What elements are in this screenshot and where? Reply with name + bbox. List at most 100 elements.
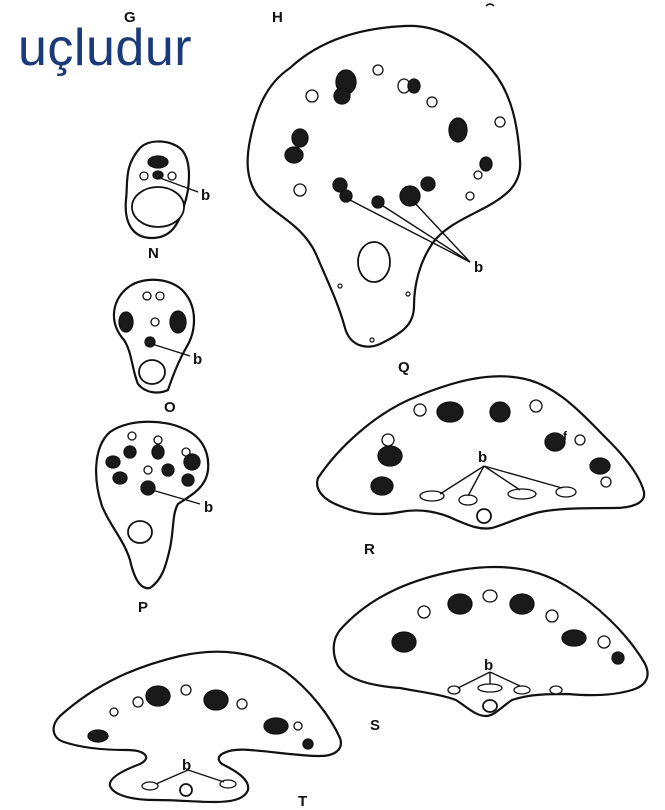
section-n-pith [132, 187, 184, 227]
section-t-bundle [204, 690, 228, 710]
section-q-bundle [294, 184, 306, 196]
section-t-bundle [146, 686, 170, 706]
section-s-bundle [598, 636, 610, 648]
section-o-bundle [170, 311, 186, 333]
section-p-bundle [184, 454, 200, 470]
section-r-bundle-label: b [478, 449, 487, 466]
section-q-bundle [466, 192, 474, 200]
section-q-bundle [370, 338, 374, 342]
section-r-bundle [382, 434, 394, 446]
section-r-bundle [420, 491, 444, 501]
section-t-bundle [264, 718, 288, 734]
corner-label-g: G [124, 9, 136, 26]
section-p-bundle [144, 466, 152, 474]
section-n-label: N [148, 245, 159, 262]
section-n-bundle-label: b [201, 187, 210, 204]
section-p-bundle [106, 456, 120, 468]
section-p-bundle [124, 446, 136, 458]
section-q: b Q [248, 26, 521, 376]
section-r-bundle [378, 446, 402, 466]
section-r-bundle [371, 477, 393, 495]
section-t-leader [188, 770, 224, 782]
section-p: b P [96, 422, 213, 616]
section-s: b S [334, 567, 648, 734]
section-o-bundle [143, 292, 151, 300]
section-s-hole [483, 700, 497, 712]
section-t-bundle [142, 782, 158, 790]
section-q-bundle [400, 186, 420, 206]
section-s-bundle-label: b [484, 657, 493, 674]
section-q-bundle [449, 118, 467, 142]
section-q-pith [358, 242, 390, 282]
section-t-bundle [303, 739, 313, 749]
section-n-bundle [148, 156, 168, 168]
section-r-bundle [414, 404, 426, 416]
section-t: b T [54, 652, 341, 810]
section-r-label: R [364, 541, 375, 558]
section-s-bundle [510, 594, 534, 614]
section-q-bundle [427, 97, 437, 107]
section-r-bundle [575, 435, 585, 445]
section-q-bundle [421, 177, 435, 191]
section-q-leader [380, 204, 470, 262]
section-o-bundle [145, 337, 155, 347]
section-q-bundle [334, 88, 350, 104]
section-t-hole [180, 784, 192, 796]
section-r-leader [440, 466, 484, 494]
section-t-bundle [294, 722, 302, 730]
section-t-label: T [298, 793, 307, 810]
section-t-bundle [133, 697, 143, 707]
section-p-pith [128, 521, 152, 543]
section-p-leader [152, 490, 200, 504]
section-q-label: Q [398, 359, 410, 376]
section-p-bundle [182, 474, 194, 486]
section-p-bundle [162, 464, 174, 476]
section-p-label: P [138, 599, 148, 616]
section-q-bundle [406, 292, 410, 296]
section-s-bundle [392, 632, 416, 652]
section-r-bundle [545, 433, 565, 451]
section-t-bundle [88, 730, 108, 742]
section-q-bundle [474, 171, 482, 179]
section-q-bundle-label: b [474, 259, 483, 276]
section-s-bundle [448, 594, 472, 614]
section-r-bundle [590, 458, 610, 474]
section-o: b O [114, 280, 202, 416]
section-t-bundle [181, 685, 191, 695]
section-r-bundle [601, 477, 611, 487]
section-s-label: S [370, 717, 380, 734]
section-r-bundle [437, 402, 463, 422]
section-p-bundle [141, 481, 155, 495]
section-s-bundle [550, 686, 562, 694]
section-q-bundle [338, 284, 342, 288]
section-q-bundle [495, 117, 505, 127]
section-t-bundle [237, 699, 247, 709]
section-p-bundle [128, 432, 136, 440]
section-r-leader [484, 466, 520, 490]
section-p-outline [96, 422, 208, 588]
section-r-leader [484, 466, 562, 488]
section-p-bundle [152, 445, 164, 459]
section-n-bundle [153, 171, 163, 179]
section-r-bundle [508, 489, 536, 499]
section-s-bundle [478, 684, 502, 692]
section-q-bundle [292, 129, 308, 147]
section-s-bundle [483, 590, 497, 602]
section-p-bundle [113, 472, 127, 484]
section-p-bundle-label: b [204, 499, 213, 516]
section-o-label: O [164, 399, 176, 416]
section-r-bundle [490, 402, 510, 422]
section-n-bundle [140, 172, 148, 180]
section-n: b N [126, 141, 210, 262]
section-r-bundle [530, 400, 542, 412]
section-q-bundle [306, 90, 318, 102]
section-o-bundle [119, 312, 133, 332]
section-n-bundle [168, 172, 176, 180]
section-s-bundle [612, 652, 624, 664]
section-r-extra-label: f [563, 429, 568, 443]
edge-mark [486, 4, 494, 6]
section-r-bundle [459, 495, 477, 505]
section-o-bundle [156, 292, 164, 300]
